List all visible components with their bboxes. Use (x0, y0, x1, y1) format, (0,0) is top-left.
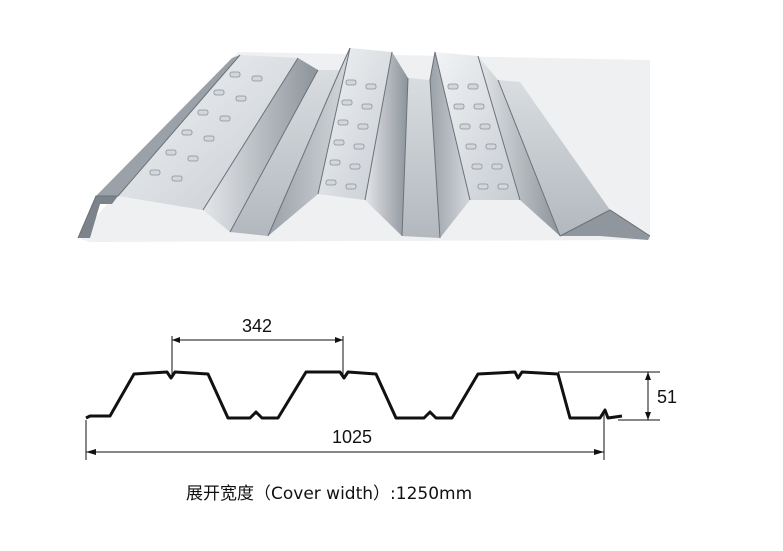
embossment-pattern (149, 71, 509, 190)
dimension-rib-pitch (171, 336, 344, 376)
rib-height-label: 51 (657, 387, 677, 407)
right-edge-flange (560, 210, 650, 240)
render-edges (77, 47, 651, 239)
dimension-rib-height (558, 371, 660, 421)
rib-pitch-label: 342 (242, 316, 272, 336)
left-lip (78, 196, 118, 238)
dimension-cover-width (85, 412, 605, 460)
rib-1 (96, 55, 318, 232)
valley-1 (230, 70, 340, 236)
valley-2 (402, 78, 440, 238)
floor-deck-render (77, 47, 651, 242)
profile-section-drawing: 342 51 1025 展开宽度（Cover width）:1250mm (85, 316, 677, 504)
valley-3 (498, 80, 610, 236)
caption-text: 展开宽度（Cover width）:1250mm (186, 484, 472, 504)
profile-line (85, 370, 623, 420)
cover-width-label: 1025 (332, 427, 372, 447)
